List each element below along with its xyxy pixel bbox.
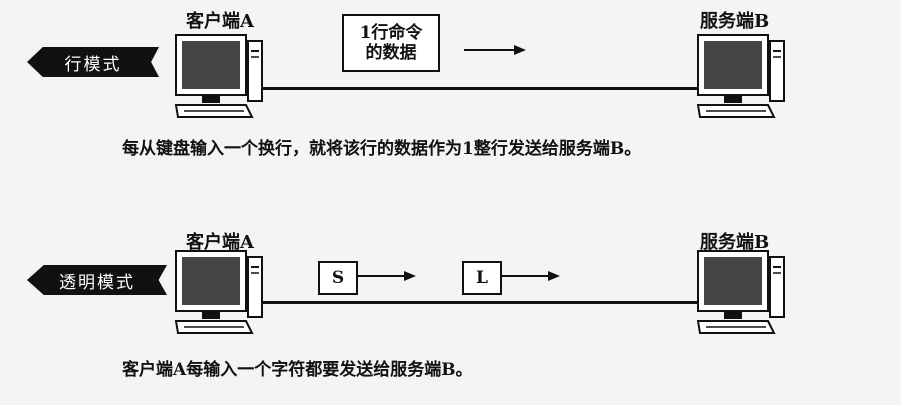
- transparent-mode-server-computer-icon: [696, 249, 788, 337]
- line-mode-badge-label: 行模式: [64, 54, 122, 75]
- line-command-box-line-2: 的数据: [365, 43, 417, 63]
- transparent-mode-server-label: 服务端B: [700, 232, 770, 253]
- packet-l-box: L: [462, 261, 502, 295]
- transparent-mode-client-label: 客户端A: [186, 232, 254, 253]
- packet-s-label: S: [331, 267, 345, 288]
- line-mode-badge: 行模式: [27, 47, 159, 77]
- line-command-box-line-1: 1行命令: [359, 22, 423, 43]
- line-mode-client-label: 客户端A: [186, 11, 254, 32]
- packet-l-label: L: [476, 267, 488, 288]
- transparent-mode-client-computer-icon: [174, 249, 266, 337]
- line-mode-client-computer-icon: [174, 33, 266, 121]
- packet-s-arrow-head-icon: [404, 271, 416, 281]
- transparent-mode-badge-label: 透明模式: [59, 272, 135, 293]
- packet-s-box: S: [318, 261, 358, 295]
- line-mode-network-cable: [262, 87, 712, 90]
- transparent-mode-network-cable: [262, 301, 712, 304]
- line-command-data-box: 1行命令 的数据: [342, 14, 440, 72]
- transparent-mode-caption: 客户端A每输入一个字符都要发送给服务端B。: [122, 360, 473, 380]
- line-mode-arrow-head-icon: [514, 45, 526, 55]
- packet-s-arrow: [358, 275, 406, 277]
- line-mode-caption: 每从键盘输入一个换行，就将该行的数据作为1整行发送给服务端B。: [122, 139, 642, 159]
- transparent-mode-badge: 透明模式: [27, 265, 167, 295]
- line-mode-server-computer-icon: [696, 33, 788, 121]
- packet-l-arrow: [502, 275, 550, 277]
- line-mode-data-arrow: [464, 49, 516, 51]
- packet-l-arrow-head-icon: [548, 271, 560, 281]
- line-mode-server-label: 服务端B: [700, 11, 770, 32]
